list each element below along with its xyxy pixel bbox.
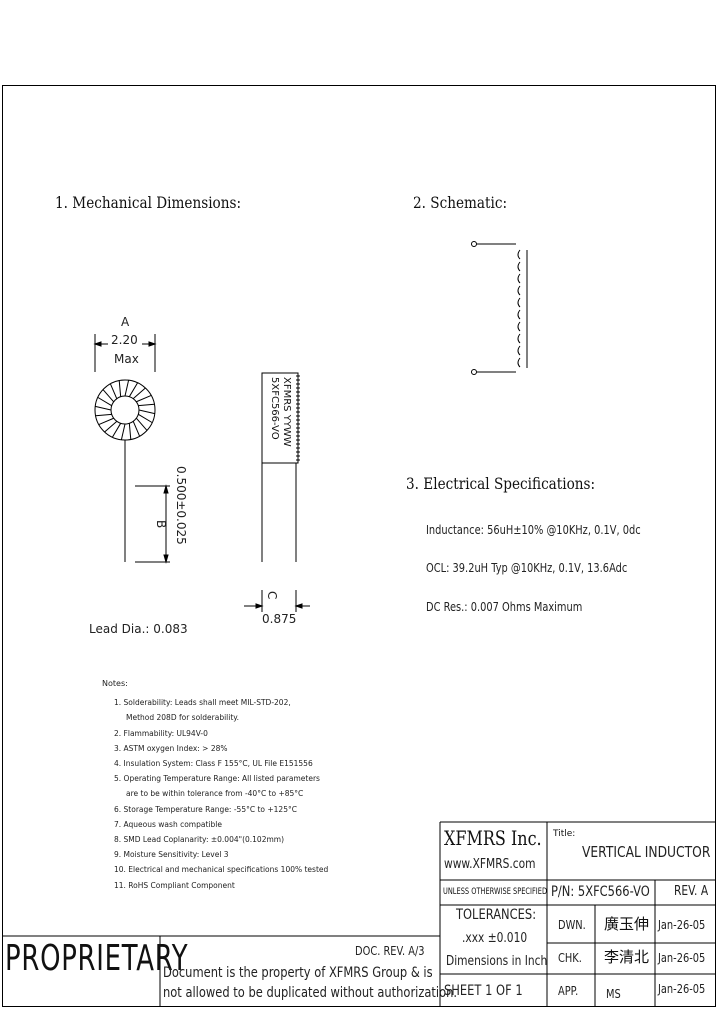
lead-diameter: Lead Dia.: 0.083: [89, 622, 188, 636]
dimension-c-label: C: [265, 591, 279, 600]
drawing-title: VERTICAL INDUCTOR: [582, 843, 711, 861]
note-item: 2. Flammability: UL94V-0: [114, 728, 208, 738]
part-marking-line2: 5XFC566-VO: [269, 377, 280, 440]
note-item: 4. Insulation System: Class F 155°C, UL …: [114, 759, 313, 769]
sheet-number: SHEET 1 OF 1: [444, 983, 523, 999]
note-item: 10. Electrical and mechanical specificat…: [114, 865, 329, 875]
electrical-specs-heading: 3. Electrical Specifications:: [406, 474, 596, 493]
part-marking-line1: XFMRS YYWW: [281, 377, 292, 447]
chk-label: CHK.: [558, 951, 582, 965]
app-label: APP.: [558, 984, 579, 998]
tolerance-value: .xxx ±0.010: [462, 931, 528, 946]
unless-specified: UNLESS OTHERWISE SPECIFIED: [443, 887, 548, 897]
dimension-b-label: B: [154, 520, 168, 529]
dwn-signature: 廣玉伸: [604, 915, 650, 933]
revision: REV. A: [674, 884, 709, 899]
dwn-label: DWN.: [558, 918, 586, 932]
toroid-side-view: [244, 372, 310, 612]
dimension-a-label: A: [121, 315, 130, 329]
toroid-top-view: [93, 334, 170, 564]
company-website: www.XFMRS.com: [444, 857, 536, 872]
drawing-frame: [2, 85, 716, 1007]
schematic-diagram: [471, 241, 528, 375]
notes-title: Notes:: [102, 679, 128, 688]
dimension-a-value: 2.20: [111, 333, 138, 347]
schematic-heading: 2. Schematic:: [413, 193, 508, 212]
spec-ocl: OCL: 39.2uH Typ @10KHz, 0.1V, 13.6Adc: [426, 561, 628, 575]
note-item: 6. Storage Temperature Range: -55°C to +…: [114, 804, 297, 814]
spec-dc-resistance: DC Res.: 0.007 Ohms Maximum: [426, 600, 583, 614]
note-item: 7. Aqueous wash compatible: [114, 819, 222, 829]
doc-revision: DOC. REV. A/3: [355, 944, 425, 958]
tolerances-label: TOLERANCES:: [456, 907, 537, 923]
note-item: 5. Operating Temperature Range: All list…: [114, 774, 320, 784]
chk-date: Jan-26-05: [658, 951, 706, 965]
note-item: are to be within tolerance from -40°C to…: [126, 789, 304, 799]
title-block-grid: [2, 821, 716, 1007]
dimension-b-value: 0.500±0.025: [174, 466, 188, 545]
dwn-date: Jan-26-05: [658, 918, 706, 932]
dimension-a-max: Max: [114, 352, 139, 366]
note-item: 9. Moisture Sensitivity: Level 3: [114, 850, 229, 860]
dimensions-unit: Dimensions in Inch: [446, 954, 548, 969]
app-date: Jan-26-05: [658, 982, 706, 996]
proprietary-text-line2: not allowed to be duplicated without aut…: [163, 985, 458, 1001]
note-item: 3. ASTM oxygen Index: > 28%: [114, 743, 228, 753]
note-item: 8. SMD Lead Coplanarity: ±0.004"(0.102mm…: [114, 835, 284, 845]
company-name: XFMRS Inc.: [444, 826, 542, 850]
chk-signature: 李清北: [604, 948, 650, 966]
spec-inductance: Inductance: 56uH±10% @10KHz, 0.1V, 0dc: [426, 523, 641, 537]
app-name: MS: [606, 987, 621, 1001]
mechanical-dimensions-heading: 1. Mechanical Dimensions:: [55, 193, 242, 212]
note-item: 11. RoHS Compliant Component: [114, 880, 235, 890]
proprietary-text-line1: Document is the property of XFMRS Group …: [163, 965, 433, 981]
note-item: Method 208D for solderability.: [126, 713, 240, 723]
proprietary-label: PROPRIETARY: [5, 938, 189, 979]
part-number: P/N: 5XFC566-VO: [551, 884, 650, 900]
notes-block: Notes: 1. Solderability: Leads shall mee…: [102, 676, 328, 893]
note-item: 1. Solderability: Leads shall meet MIL-S…: [114, 698, 291, 708]
title-label: Title:: [553, 829, 576, 839]
dimension-c-value: 0.875: [262, 612, 297, 626]
